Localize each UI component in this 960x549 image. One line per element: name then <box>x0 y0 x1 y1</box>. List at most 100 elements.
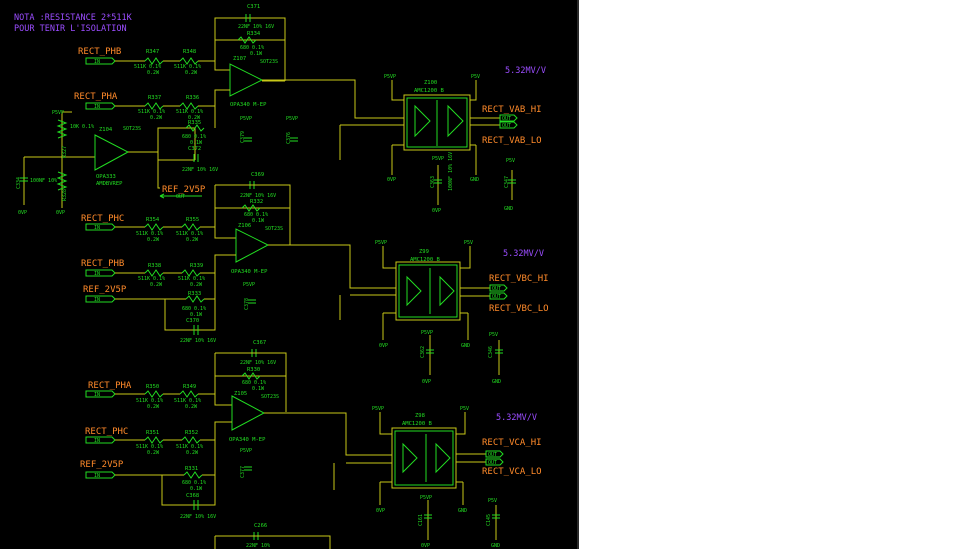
sec1-r1-pw: 0.2W <box>147 237 160 243</box>
sec0-rfb-pw: 0.1W <box>250 51 263 57</box>
sec1-dec2-sup: P5V <box>489 332 498 338</box>
schematic-canvas: NOTA :RESISTANCE 2*511K POUR TENIR L'ISO… <box>0 0 578 549</box>
sec2-opamp-pkg: SOT23S <box>261 394 279 400</box>
ref-buffer-pkg: SOT23S <box>123 126 141 132</box>
sec1-dec1: C362 <box>420 346 426 358</box>
sec2-r6-pw: 0.1W <box>190 486 203 492</box>
sec1-r1-val: 511K 0.1% <box>136 231 163 237</box>
sec2-opamp-ref: Z105 <box>234 391 247 397</box>
sec0-tag-neg: IN <box>94 104 100 110</box>
sec2-tag-hi: OUT <box>488 452 497 458</box>
sec1-dec1-sup: P5VP <box>421 330 433 336</box>
sec0-tag-hi: OUT <box>502 116 511 122</box>
empty-panel <box>579 0 960 549</box>
sec2-scale: 5.32MV/V <box>496 413 537 423</box>
sec2-dec2-gnd: GND <box>491 543 500 549</box>
sec2-iso-model: AMC1200 B <box>402 421 432 427</box>
sec0-iso-ref: Z100 <box>424 80 437 86</box>
sec2-rfb-pw: 0.1W <box>252 386 265 392</box>
bottom-cap-val: 22NF 10% <box>246 543 270 549</box>
sec1-r3-val: 511K 0.1% <box>138 276 165 282</box>
note-line-2: POUR TENIR L'ISOLATION <box>14 24 127 34</box>
sec0-tag-pos: IN <box>94 59 100 65</box>
sec0-r1-val: 511K 0.1% <box>134 64 161 70</box>
sec2-iso-p5v: P5V <box>460 406 469 412</box>
sec2-tag-lo: OUT <box>488 460 497 466</box>
sec1-r4-pw: 0.2W <box>190 282 203 288</box>
sec2-iso-ovp: 0VP <box>376 508 385 514</box>
sec2-r6-val: 680 0.1% <box>182 480 206 486</box>
sec2-iso-gnd: GND <box>458 508 467 514</box>
sec1-out-lo: RECT_VBC_LO <box>489 304 549 314</box>
sec0-r1-ref: R347 <box>146 49 159 55</box>
sec2-dec1-gnd: 0VP <box>421 543 430 549</box>
sec2-op-sup: P5VP <box>240 448 252 454</box>
sec2-dec-op: C377 <box>240 466 246 478</box>
sec0-rfb-val: 680 0.1% <box>240 45 264 51</box>
sec0-in-pos: RECT_PHB <box>78 47 121 57</box>
note-line-1: NOTA :RESISTANCE 2*511K <box>14 13 133 23</box>
sec2-tag-neg: IN <box>94 438 100 444</box>
sec0-dec1: C363 <box>430 176 436 188</box>
sec1-op-sup: P5VP <box>243 282 255 288</box>
sec2-cap-low: C368 <box>186 493 199 499</box>
sec2-r4-val: 511K 0.1% <box>176 444 203 450</box>
ref-buffer-gnd1: 0VP <box>18 210 27 216</box>
reference-buffer: Z104 SOT23S OPA333 AMDBVREP P5VP R327 R3… <box>16 110 206 216</box>
sec2-out-hi: RECT_VCA_HI <box>482 438 542 448</box>
sec1-r2-pw: 0.2W <box>186 237 199 243</box>
sec1-rfb-ref: R332 <box>250 199 263 205</box>
sec2-rfb-ref: R330 <box>247 367 260 373</box>
sec1-r3-pw: 0.2W <box>150 282 163 288</box>
sec1-opamp-ref: Z106 <box>238 223 251 229</box>
ref-buffer-rval: 10K 0.1% <box>70 124 94 130</box>
sec1-scale: 5.32MV/V <box>503 249 544 259</box>
sec0-r4-pw: 0.2W <box>188 115 201 121</box>
sec1-opamp-model: OPA340 M-EP <box>231 269 268 275</box>
sec2-out-lo: RECT_VCA_LO <box>482 467 542 477</box>
ref-buffer-cap: C334 <box>16 177 22 189</box>
sec0-iso-p5v: P5V <box>471 74 480 80</box>
sec0-r2-pw: 0.2W <box>185 70 198 76</box>
sec1-cap-low: C370 <box>186 318 199 324</box>
sec0-r1-pw: 0.2W <box>147 70 160 76</box>
sec1-tag-pos: IN <box>94 225 100 231</box>
sec2-r3-val: 511K 0.1% <box>136 444 163 450</box>
sec2-ref-in: REF_2V5P <box>80 460 124 470</box>
ref-buffer-capval: 100NF 10% <box>30 178 57 184</box>
sec0-r3-pw: 0.2W <box>150 115 163 121</box>
sec1-iso-p5vp: P5VP <box>375 240 387 246</box>
sec2-r4-pw: 0.2W <box>186 450 199 456</box>
sec0-r2-val: 511K 0.1% <box>174 64 201 70</box>
ref-buffer-ref: Z104 <box>99 127 113 133</box>
schematic-svg: NOTA :RESISTANCE 2*511K POUR TENIR L'ISO… <box>14 4 549 549</box>
sec0-dec-val: 100NF 10% 16V <box>448 152 454 191</box>
sec0-iso-gnd: GND <box>470 177 479 183</box>
bottom-partial: C266 22NF 10% <box>214 523 331 549</box>
panel-separator <box>577 0 579 549</box>
sec2-r3-ref: R351 <box>146 430 159 436</box>
sec0-dec2-sup: P5V <box>506 158 515 164</box>
ref-buffer-gnd2: 0VP <box>56 210 65 216</box>
sec1-tag-ref: IN <box>94 297 100 303</box>
sec1-out-hi: RECT_VBC_HI <box>489 274 549 284</box>
sec0-op-sup2: P5VP <box>286 116 298 122</box>
sec2-cap-fb: C367 <box>253 340 266 346</box>
bottom-cap-ref: C266 <box>254 523 267 529</box>
sec2-tag-ref: IN <box>94 473 100 479</box>
sec1-tag-neg: IN <box>94 271 100 277</box>
sec0-dec2: C347 <box>504 176 510 188</box>
sec0-op-sup: P5VP <box>240 116 252 122</box>
sec1-tag-lo: OUT <box>492 294 501 300</box>
sec0-iso-p5vp: P5VP <box>384 74 396 80</box>
sec2-tag-pos: IN <box>94 392 100 398</box>
sec1-in-neg: RECT_PHB <box>81 259 124 269</box>
section-vbc: C369 22NF 10% 16V R332 680 0.1% 0.1W REC… <box>81 172 549 385</box>
sec1-rfb-pw: 0.1W <box>252 218 265 224</box>
sec0-cap-fb: C371 <box>247 4 260 10</box>
sec0-in-neg: RECT_PHA <box>74 92 118 102</box>
sec0-dec-op2: C376 <box>286 132 292 144</box>
sec0-opamp-model: OPA340 M-EP <box>230 102 267 108</box>
sec1-r2-val: 511K 0.1% <box>176 231 203 237</box>
sec0-rfb-ref: R334 <box>247 31 261 37</box>
